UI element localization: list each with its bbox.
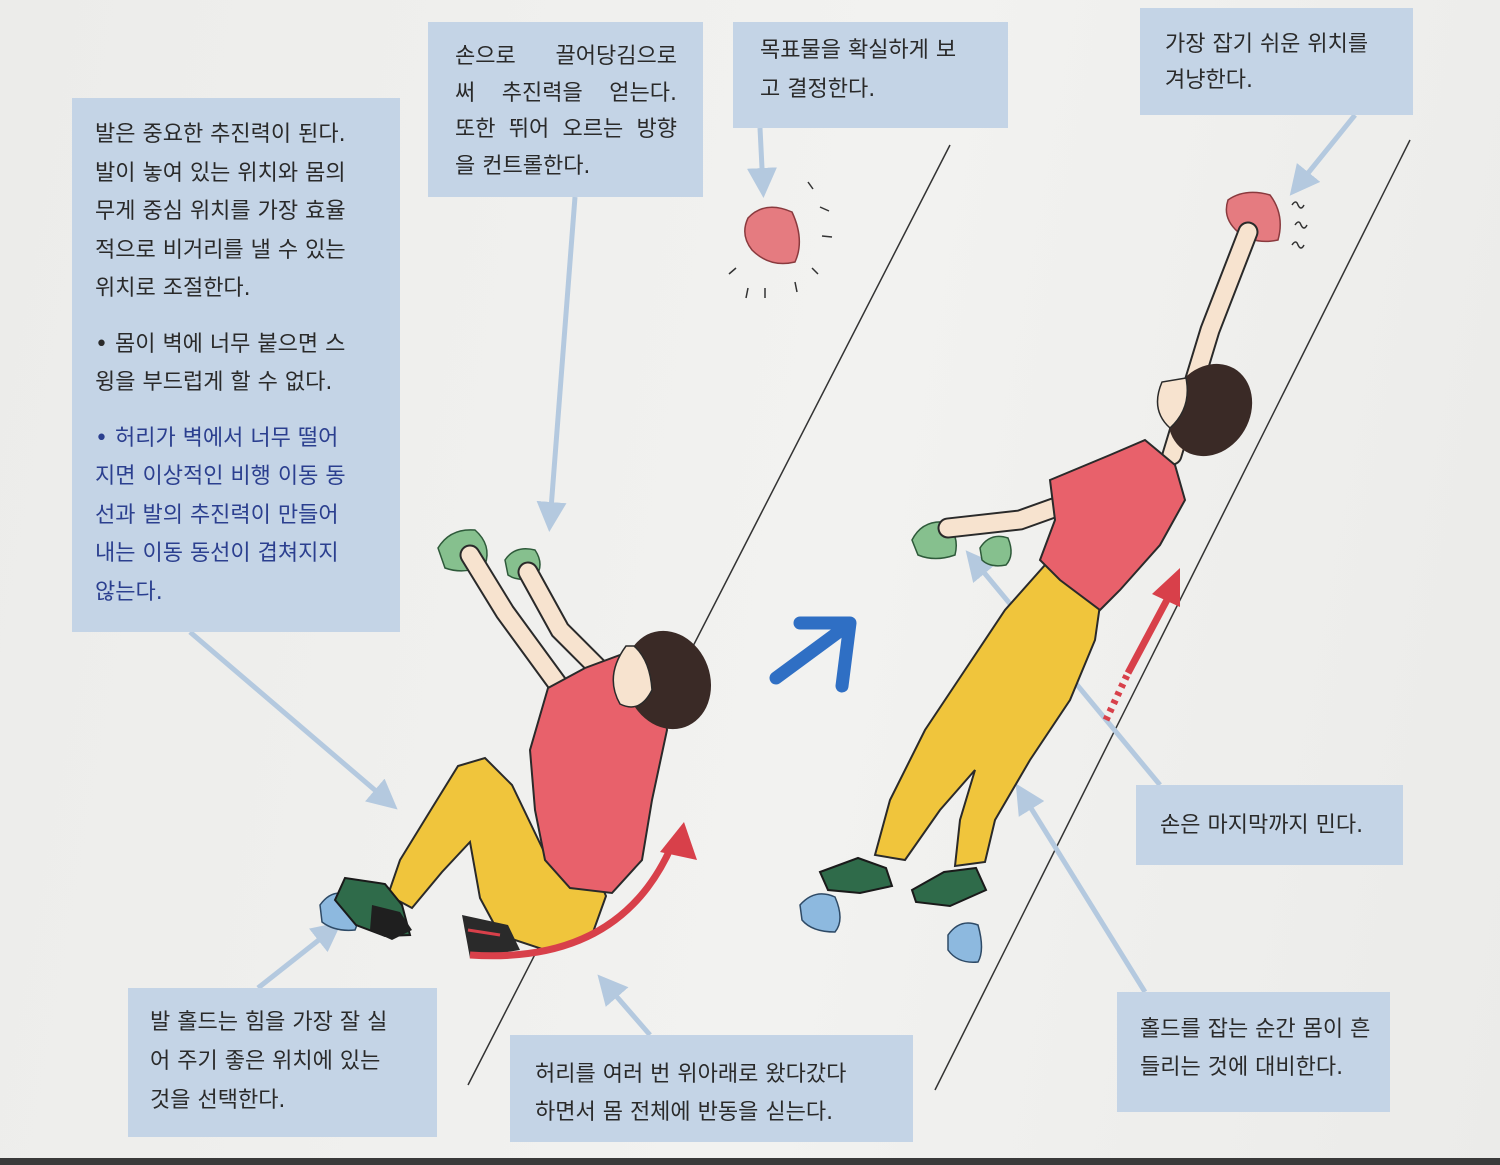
motion-mark	[745, 287, 749, 299]
callout-line: 써 추진력을 얻는다.	[455, 80, 677, 106]
callout-line: 또한 뛰어 오르는 방향	[455, 117, 677, 142]
callout-line: 선과 발의 추진력이 만들어	[95, 502, 339, 528]
push-arrow-shaft	[1124, 596, 1172, 675]
climbing-shoe	[818, 856, 894, 895]
green-hand-hold	[979, 535, 1012, 567]
arm	[461, 546, 571, 699]
callout-line: 것을 선택한다.	[150, 1088, 286, 1113]
direction-arrow-icon	[769, 616, 857, 693]
callout-line: 가장 잡기 쉬운 위치를	[1165, 32, 1369, 57]
callout-hand-pull: 손으로 끌어당김으로 써 추진력을 얻는다. 또한 뛰어 오르는 방향 을 컨트…	[428, 22, 703, 197]
pointer-arrow-icon	[597, 974, 652, 1037]
face	[1156, 377, 1188, 430]
motion-mark	[819, 206, 830, 212]
callout-line: 위치로 조절한다.	[95, 276, 251, 301]
hair	[1167, 363, 1253, 457]
harness	[462, 915, 520, 958]
callout-line: 허리를 여러 번 위아래로 왔다갔다	[535, 1062, 847, 1087]
face	[612, 645, 653, 708]
callout-look-target: 목표물을 확실하게 보 고 결정한다.	[733, 22, 1008, 128]
pointer-arrows	[188, 113, 1357, 1037]
motion-mark	[794, 281, 798, 293]
callout-line: 내는 이동 동선이 겹쳐지지	[95, 541, 339, 566]
callout-line: 들리는 것에 대비한다.	[1140, 1055, 1344, 1080]
callout-line: 겨냥한다.	[1165, 68, 1253, 93]
pointer-arrow-icon	[1015, 783, 1148, 994]
yellow-pants	[873, 563, 1102, 868]
wall-line-right	[934, 139, 1411, 1091]
callout-line: 손으로 끌어당김으로	[455, 44, 677, 69]
callout-foot-power: 발은 중요한 추진력이 된다. 발이 놓여 있는 위치와 몸의 무게 중심 위치…	[72, 98, 400, 632]
callout-line: 발 홀드는 힘을 가장 잘 실	[150, 1010, 388, 1035]
callout-line: 무게 중심 위치를 가장 효율	[95, 199, 346, 224]
grip-motion-marks	[1291, 201, 1308, 249]
callout-line: • 몸이 벽에 너무 붙으면 스	[95, 331, 346, 357]
callout-brace-swing: 홀드를 잡는 순간 몸이 흔 들리는 것에 대비한다.	[1117, 992, 1390, 1112]
callout-note-emphasis: • 허리가 벽에서 너무 떨어 지면 이상적인 비행 이동 동 선과 발의 추진…	[95, 420, 378, 613]
climber-crouching-figure	[319, 529, 712, 960]
arm	[519, 563, 611, 681]
callout-line: 발이 놓여 있는 위치와 몸의	[95, 160, 346, 186]
pointer-arrow-icon	[256, 921, 342, 990]
callout-line: 목표물을 확실하게 보	[760, 38, 957, 63]
callout-line: 발은 중요한 추진력이 된다.	[95, 122, 346, 147]
push-arrowhead	[1152, 568, 1180, 607]
blue-foot-hold	[799, 893, 841, 933]
motion-mark	[807, 181, 814, 190]
climbing-shoe	[910, 866, 988, 908]
callout-line: 적으로 비거리를 낼 수 있는	[95, 237, 346, 263]
motion-marks	[728, 181, 833, 299]
callout-aim-grip: 가장 잡기 쉬운 위치를 겨냥한다.	[1140, 8, 1413, 115]
pink-shirt	[1038, 438, 1187, 612]
motion-mark	[728, 267, 737, 275]
pointer-arrow-icon	[536, 196, 578, 532]
callout-note: • 몸이 벽에 너무 붙으면 스 윙을 부드럽게 할 수 없다.	[95, 326, 378, 403]
callout-line: • 허리가 벽에서 너무 떨어	[95, 425, 339, 451]
callout-line: 하면서 몸 전체에 반동을 싣는다.	[535, 1100, 834, 1125]
page-bottom-edge	[0, 1158, 1500, 1165]
callout-line: 어 주기 좋은 위치에 있는	[150, 1049, 381, 1074]
callout-paragraph: 발은 중요한 추진력이 된다. 발이 놓여 있는 위치와 몸의 무게 중심 위치…	[95, 116, 378, 309]
swing-arc-arrowhead	[660, 822, 697, 860]
callout-push-hand: 손은 마지막까지 민다.	[1136, 785, 1403, 865]
yellow-pants	[386, 756, 608, 952]
motion-mark	[811, 267, 819, 275]
callout-line: 윙을 부드럽게 할 수 없다.	[95, 370, 333, 395]
hair	[624, 630, 712, 730]
climber-reaching-figure	[799, 191, 1308, 963]
swing-arc-arrow-icon	[469, 843, 676, 960]
push-arrow-icon	[1102, 671, 1132, 722]
callout-waist-swing: 허리를 여러 번 위아래로 왔다갔다 하면서 몸 전체에 반동을 싣는다.	[510, 1035, 913, 1142]
pointer-arrow-icon	[1289, 113, 1357, 196]
callout-line: 지면 이상적인 비행 이동 동	[95, 464, 346, 489]
callout-line: 홀드를 잡는 순간 몸이 흔	[1140, 1017, 1371, 1042]
pointer-arrow-icon	[188, 630, 398, 810]
harness-stripe	[467, 928, 501, 937]
callout-line: 고 결정한다.	[760, 77, 876, 102]
pink-target-hold	[744, 206, 801, 265]
callout-line: 않는다.	[95, 579, 163, 605]
motion-mark	[821, 235, 833, 238]
callout-line: 손은 마지막까지 민다.	[1160, 813, 1364, 838]
callout-foot-hold: 발 홀드는 힘을 가장 잘 실 어 주기 좋은 위치에 있는 것을 선택한다.	[128, 988, 437, 1137]
climbing-shoe	[370, 905, 412, 940]
callout-line: 을 컨트롤한다.	[455, 153, 591, 179]
blue-foot-hold	[947, 922, 983, 963]
pointer-arrow-icon	[747, 127, 777, 198]
